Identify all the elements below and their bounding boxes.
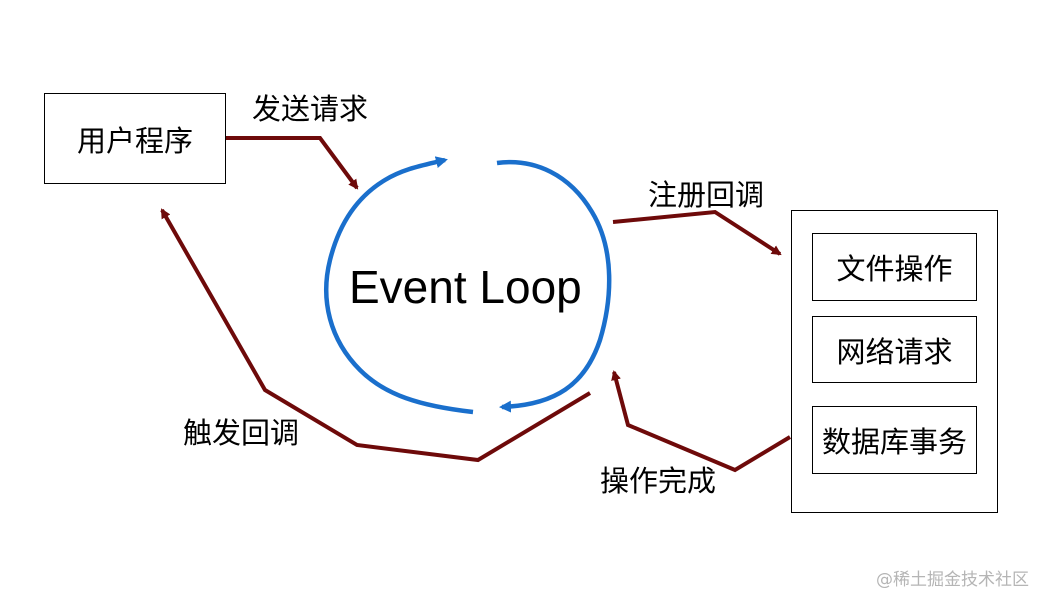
event-loop-title: Event Loop [349, 261, 582, 313]
register-callback-label: 注册回调 [648, 178, 765, 212]
loop-arc-upper [324, 156, 474, 415]
trigger-callback-label: 触发回调 [183, 416, 300, 450]
workers-container [791, 210, 998, 513]
watermark: @稀土掘金技术社区 [876, 570, 1029, 590]
trigger-callback-arrow [160, 208, 592, 463]
loop-arc-right [496, 159, 612, 413]
operation-complete-arrow [611, 370, 792, 473]
worker-file-operation: 文件操作 [812, 233, 977, 301]
operation-complete-label: 操作完成 [600, 464, 717, 498]
worker-database-transaction: 数据库事务 [812, 406, 977, 474]
worker-network-request: 网络请求 [812, 316, 977, 383]
user-program-box: 用户程序 [44, 93, 226, 184]
send-request-label: 发送请求 [252, 92, 369, 126]
register-callback-arrow [612, 209, 782, 256]
send-request-arrow [225, 136, 359, 190]
